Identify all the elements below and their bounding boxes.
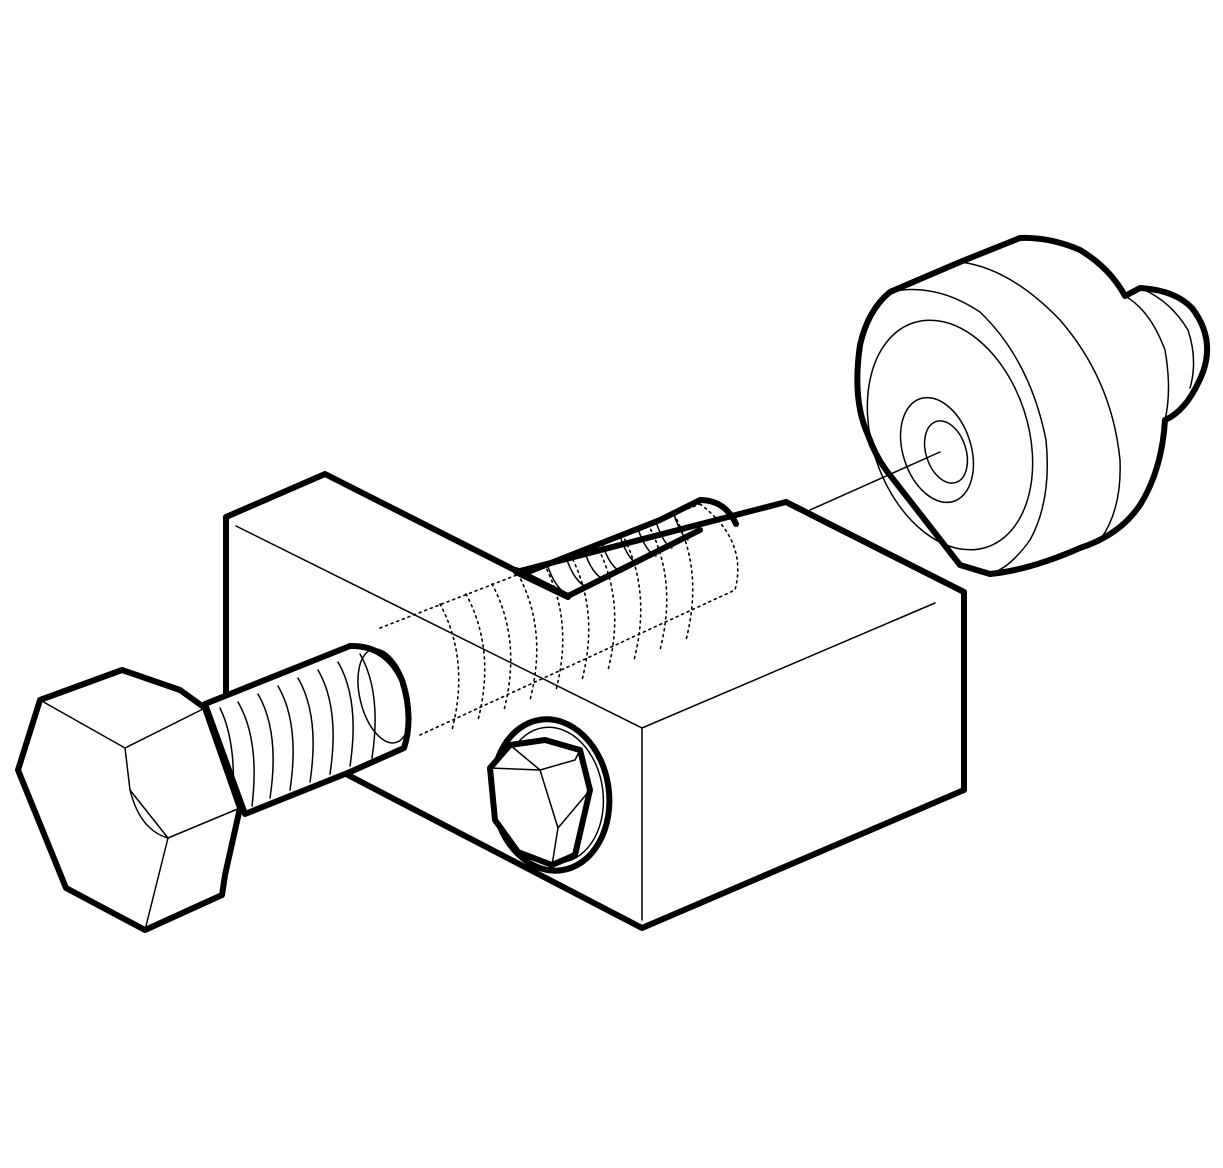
bolt-hex-head xyxy=(15,667,243,933)
bushing-side-edge xyxy=(959,261,1121,541)
bushing-front-rim xyxy=(889,288,1049,575)
center-line xyxy=(809,451,941,511)
bushing-hub-ring xyxy=(1139,287,1195,389)
bushing-bore xyxy=(923,420,969,484)
locking-bolt xyxy=(487,716,613,874)
bushing-outline xyxy=(854,234,1211,577)
bushing-hub-step xyxy=(1124,295,1170,421)
bolt-shank-end xyxy=(357,648,411,744)
bushing-roller xyxy=(854,234,1211,577)
threaded-adjuster-bolt xyxy=(15,642,412,933)
locking-bolt-head xyxy=(487,737,593,868)
block-right-back-edge xyxy=(783,499,967,595)
bushing-bore-ring xyxy=(899,396,975,504)
block-slot-wall xyxy=(513,527,703,599)
hidden-thread xyxy=(379,503,739,736)
bushing-inner-face xyxy=(866,319,1034,551)
